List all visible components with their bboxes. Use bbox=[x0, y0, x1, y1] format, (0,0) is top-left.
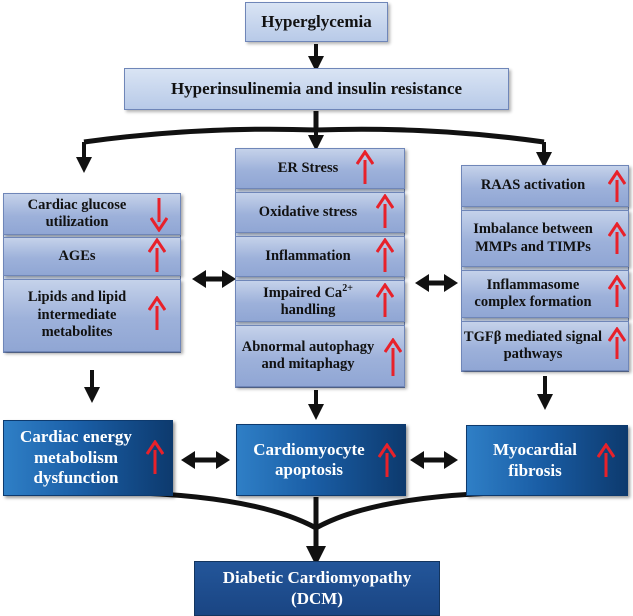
center-item-label: Oxidative stress bbox=[258, 203, 358, 220]
merge-left-curve bbox=[89, 489, 318, 531]
right-item-mmps: Imbalance between MMPs and TIMPs bbox=[461, 210, 629, 267]
outcome-energy-metabolism: Cardiac energy metabolism dysfunction bbox=[3, 420, 173, 496]
down-arrow-icon bbox=[150, 198, 168, 232]
dcm-line1: Diabetic Cardiomyopathy bbox=[222, 568, 412, 588]
right-item-label: Imbalance between MMPs and TIMPs bbox=[473, 221, 593, 255]
outcome-apoptosis: Cardiomyocyte apoptosis bbox=[236, 424, 406, 496]
hyperglycemia-label: Hyperglycemia bbox=[261, 11, 372, 31]
branch-left-curve bbox=[83, 126, 317, 145]
up-arrow-icon bbox=[378, 443, 396, 477]
up-arrow-icon bbox=[376, 238, 394, 272]
up-arrow-icon bbox=[356, 150, 374, 184]
up-arrow-icon bbox=[376, 194, 394, 228]
up-arrow-icon bbox=[146, 440, 164, 474]
right-item-label: Inflammasome complex formation bbox=[474, 276, 592, 310]
double-arrow-center-right-lower bbox=[410, 451, 458, 469]
insulin-box: Hyperinsulinemia and insulin resistance bbox=[124, 68, 509, 110]
branch-right-curve bbox=[315, 126, 545, 145]
up-arrow-icon bbox=[148, 296, 166, 330]
merge-right-curve bbox=[314, 489, 546, 531]
calcium-superscript: 2+ bbox=[342, 282, 353, 294]
up-arrow-icon bbox=[608, 170, 626, 202]
hyperglycemia-box: Hyperglycemia bbox=[245, 2, 388, 42]
left-item-ages: AGEs bbox=[3, 237, 181, 276]
insulin-label: Hyperinsulinemia and insulin resistance bbox=[170, 78, 463, 98]
outcome-fibrosis: Myocardial fibrosis bbox=[466, 425, 628, 496]
up-arrow-icon bbox=[376, 283, 394, 317]
dcm-line2: (DCM) bbox=[291, 588, 343, 608]
right-item-inflammasome: Inflammasome complex formation bbox=[461, 270, 629, 318]
right-item-label: TGFβ mediated signal pathways bbox=[463, 328, 603, 362]
calcium-rest: handling bbox=[280, 301, 336, 318]
outcome-label: Cardiomyocyte apoptosis bbox=[253, 439, 365, 479]
center-item-label: Inflammation bbox=[265, 247, 351, 264]
center-item-calcium: Impaired Ca2+ handling bbox=[235, 280, 405, 322]
dcm-box: Diabetic Cardiomyopathy (DCM) bbox=[194, 561, 440, 616]
left-item-lipids: Lipids and lipid intermediate metabolite… bbox=[3, 279, 181, 352]
outcome-label: Myocardial fibrosis bbox=[492, 440, 578, 480]
left-item-label: Lipids and lipid intermediate metabolite… bbox=[27, 289, 127, 341]
double-arrow-center-right-upper bbox=[415, 274, 458, 292]
left-item-label: Cardiac glucose utilization bbox=[27, 196, 127, 230]
up-arrow-icon bbox=[608, 327, 626, 359]
up-arrow-icon bbox=[597, 443, 615, 477]
up-arrow-icon bbox=[384, 338, 402, 376]
outcome-label: Cardiac energy metabolism dysfunction bbox=[20, 427, 132, 488]
center-item-calcium-label: Impaired Ca2+ handling bbox=[263, 283, 353, 320]
up-arrow-icon bbox=[148, 238, 166, 272]
center-item-inflammation: Inflammation bbox=[235, 236, 405, 277]
right-item-raas: RAAS activation bbox=[461, 165, 629, 207]
dcm-label: Diabetic Cardiomyopathy (DCM) bbox=[223, 568, 411, 609]
calcium-main: Impaired Ca bbox=[263, 284, 343, 301]
up-arrow-icon bbox=[608, 222, 626, 254]
center-item-autophagy: Abnormal autophagy and mitaphagy bbox=[235, 325, 405, 387]
right-item-label: RAAS activation bbox=[480, 177, 586, 194]
double-arrow-left-center-lower bbox=[181, 451, 230, 469]
center-item-label: ER Stress bbox=[277, 159, 339, 176]
left-item-glucose: Cardiac glucose utilization bbox=[3, 193, 181, 235]
left-item-label: AGEs bbox=[58, 247, 96, 264]
double-arrow-left-center-upper bbox=[192, 270, 236, 288]
right-item-tgfb: TGFβ mediated signal pathways bbox=[461, 321, 629, 371]
center-item-label: Abnormal autophagy and mitaphagy bbox=[241, 338, 375, 372]
center-item-oxidative: Oxidative stress bbox=[235, 192, 405, 233]
center-item-er-stress: ER Stress bbox=[235, 148, 405, 189]
up-arrow-icon bbox=[608, 275, 626, 307]
